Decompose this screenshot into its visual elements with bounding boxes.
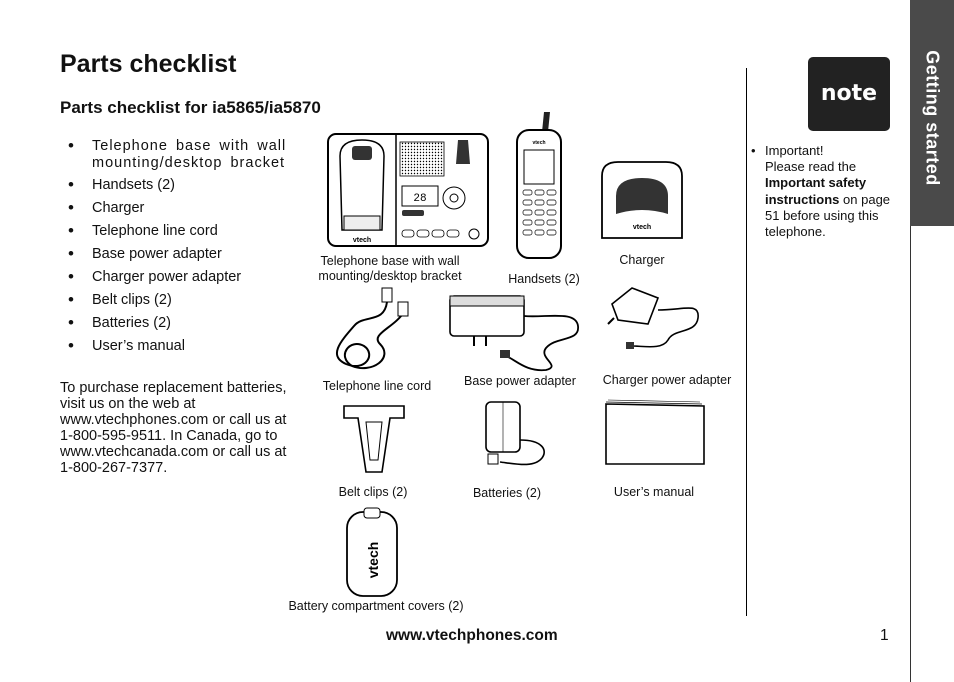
note-icon-label: note: [820, 81, 878, 106]
base-display-text: 28: [413, 193, 426, 205]
charger-brand-text: vtech: [633, 224, 651, 231]
purchase-info: To purchase replacement batteries, visit…: [60, 380, 287, 476]
list-item: Charger: [68, 199, 298, 217]
caption-belt-clips: Belt clips (2): [338, 485, 408, 499]
manual-image: [605, 399, 705, 465]
caption-line-cord: Telephone line cord: [322, 379, 432, 393]
telephone-base-image: vtech 28: [327, 133, 489, 247]
column-divider: [746, 68, 747, 616]
caption-handsets: Handsets (2): [508, 272, 580, 286]
footer-url: www.vtechphones.com: [386, 627, 558, 644]
cover-brand-text: vtech: [365, 542, 381, 579]
base-adapter-image: [449, 295, 579, 372]
list-item: Batteries (2): [68, 314, 298, 332]
page-number: 1: [880, 627, 889, 644]
note-line-1: Important!: [765, 143, 824, 158]
base-brand-text: vtech: [353, 237, 371, 244]
caption-base: Telephone base with wall mounting/deskto…: [318, 254, 462, 283]
charger-adapter-image: [607, 287, 699, 349]
page-title: Parts checklist: [60, 50, 237, 78]
list-item: User’s manual: [68, 337, 298, 355]
list-item: Base power adapter: [68, 245, 298, 263]
line-cord-image: [335, 287, 409, 370]
battery-cover-image: vtech: [346, 507, 398, 597]
note-text: • Important! Please read the Important s…: [751, 143, 901, 240]
handset-image: vtech: [516, 112, 562, 259]
section-subtitle: Parts checklist for ia5865/ia5870: [60, 98, 321, 117]
note-line-3: on page 51 before using this telephone.: [765, 191, 891, 240]
list-item: Charger power adapter: [68, 268, 298, 286]
side-tab-label: Getting started: [922, 50, 943, 186]
side-border: [910, 226, 911, 682]
list-item: Belt clips (2): [68, 291, 298, 309]
batteries-image: [485, 401, 545, 466]
side-tab: Getting started: [910, 0, 954, 226]
parts-checklist: Telephone base with wall mounting/deskto…: [68, 137, 298, 361]
caption-base-adapter: Base power adapter: [464, 374, 576, 388]
list-item: Handsets (2): [68, 176, 298, 194]
note-bold: Important safety instructions: [765, 175, 867, 207]
caption-batteries: Batteries (2): [472, 486, 542, 500]
caption-covers: Battery compartment covers (2): [288, 599, 464, 613]
caption-charger: Charger: [619, 253, 665, 267]
caption-manual: User’s manual: [613, 485, 695, 499]
list-item: Telephone base with wall mounting/deskto…: [68, 137, 298, 172]
note-icon: note: [808, 57, 890, 131]
caption-charger-adapter: Charger power adapter: [602, 373, 732, 387]
note-line-2: Please read the: [765, 159, 857, 175]
charger-image: vtech: [601, 161, 683, 239]
handset-brand-text: vtech: [532, 140, 545, 146]
list-item: Telephone line cord: [68, 222, 298, 240]
belt-clip-image: [343, 405, 405, 473]
